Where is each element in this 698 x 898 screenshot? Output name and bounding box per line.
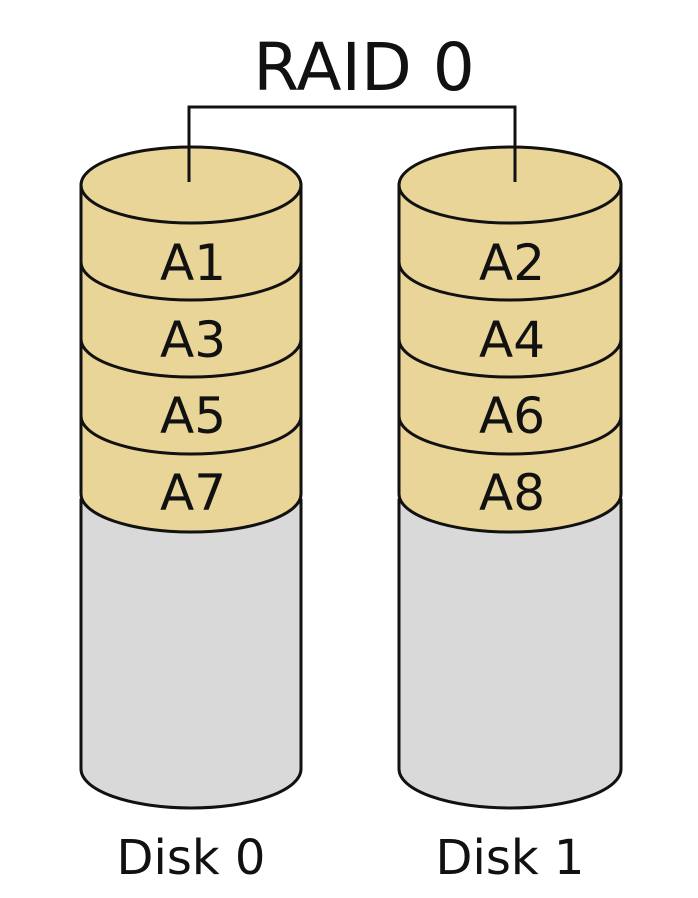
disk-1: A2 A4 A6 A8 Disk 1	[397, 145, 623, 886]
disk-0: A1 A3 A5 A7 Disk 0	[79, 145, 303, 886]
raid-connector	[187, 105, 517, 182]
block-label: A8	[479, 464, 545, 522]
block-label: A7	[160, 464, 226, 522]
block-label: A2	[479, 234, 545, 292]
stripe-divider	[397, 338, 623, 379]
block-label: A5	[160, 387, 226, 445]
disk-1-empty-space	[397, 498, 623, 810]
block-label: A4	[479, 311, 545, 369]
stripe-divider	[397, 415, 623, 456]
disk-1-used-space	[397, 183, 623, 534]
block-label: A6	[479, 387, 545, 445]
stripe-divider	[79, 261, 303, 302]
stripe-divider	[397, 261, 623, 302]
diagram-title: RAID 0	[253, 29, 475, 106]
block-label: A3	[160, 311, 226, 369]
disk-label: Disk 1	[436, 830, 585, 886]
disk-0-used-space	[79, 183, 303, 534]
disk-label: Disk 0	[117, 830, 266, 886]
block-label: A1	[160, 234, 226, 292]
stripe-divider	[79, 338, 303, 379]
disk-1-top	[397, 145, 623, 225]
stripe-divider	[79, 415, 303, 456]
disk-0-top	[79, 145, 303, 225]
disk-0-empty-space	[79, 498, 303, 810]
